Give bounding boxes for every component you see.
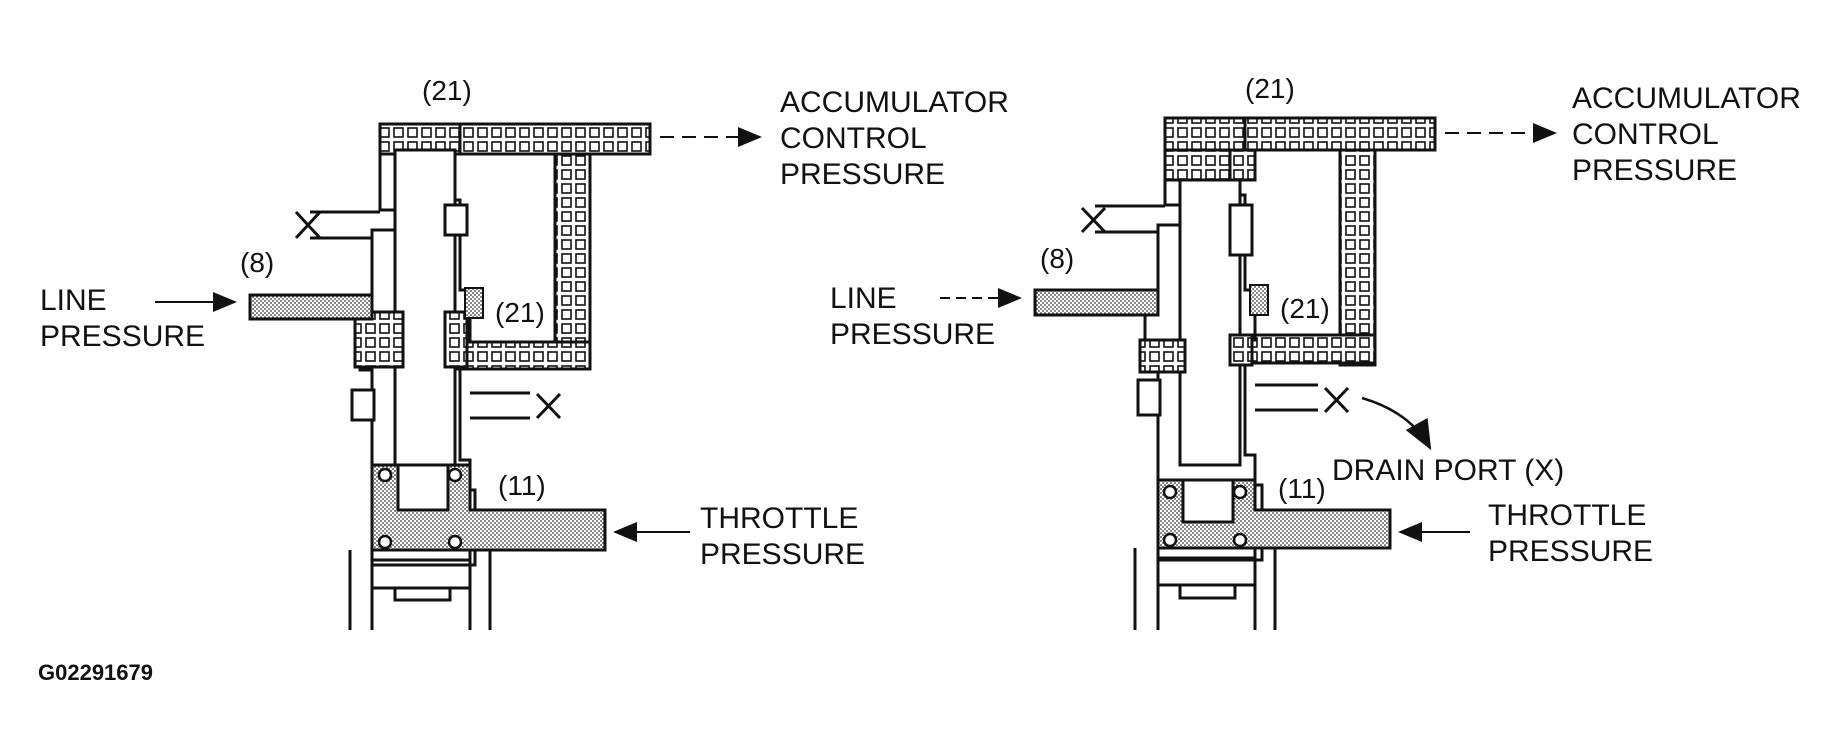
left-x-mark-lower (535, 392, 562, 420)
right-accumulator-label-2: CONTROL (1572, 118, 1719, 151)
right-spool-land-lower (1136, 378, 1162, 417)
right-spring-ball (1232, 484, 1248, 500)
left-throttle-label-1: THROTTLE (700, 502, 858, 535)
right-spring-ball (1162, 532, 1178, 548)
right-exhaust-port-upper (1095, 204, 1165, 234)
left-x-mark-upper (294, 210, 322, 240)
right-line-pressure-inlet (1033, 288, 1160, 317)
left-line-pressure-label-2: PRESSURE (40, 320, 205, 353)
left-spool-land-mid (443, 310, 469, 369)
right-spool-land-upper (1228, 203, 1254, 257)
left-accumulator-label-1: ACCUMULATOR (780, 86, 1009, 119)
right-accumulator-channel (1163, 116, 1437, 152)
right-line-pressure-label-1: LINE (830, 282, 897, 315)
right-x-mark-upper (1080, 206, 1107, 234)
right-valve-diagram: (21) (21) (8) (11) ACCUMULATOR CONTROL P… (830, 73, 1801, 630)
left-accumulator-label-2: CONTROL (780, 122, 927, 155)
left-spring-ball (377, 534, 393, 550)
right-throttle-label-2: PRESSURE (1488, 535, 1653, 568)
left-throttle-plug (396, 463, 450, 512)
right-spool-land-left (1138, 338, 1187, 374)
left-valve-housing-base (348, 550, 492, 630)
left-callout-21-mid: (21) (495, 297, 545, 328)
right-line-pressure-pocket (1249, 284, 1269, 316)
left-spring-ball (447, 534, 463, 550)
left-accumulator-label-3: PRESSURE (780, 158, 945, 191)
right-throttle-plug (1181, 478, 1235, 524)
left-exhaust-port-upper (310, 210, 380, 240)
left-lower-channel (443, 340, 592, 371)
left-valve-bore (358, 124, 477, 567)
left-callout-8: (8) (240, 247, 274, 278)
right-drain-port-label: DRAIN PORT (X) (1332, 454, 1564, 487)
right-throttle-label-1: THROTTLE (1488, 499, 1646, 532)
left-line-pressure-inlet (248, 293, 374, 321)
left-callout-11: (11) (498, 470, 546, 501)
right-accumulator-label-3: PRESSURE (1572, 154, 1737, 187)
right-valve-housing-base (1133, 548, 1277, 630)
left-spring-ball (447, 467, 463, 483)
left-line-pressure-label-1: LINE (40, 284, 107, 317)
right-drain-arrow (1361, 396, 1432, 451)
left-callout-21-top: (21) (422, 75, 472, 106)
right-valve-bore (1143, 118, 1264, 562)
right-side-channel (1338, 148, 1377, 367)
right-callout-8: (8) (1040, 243, 1074, 274)
right-spring-ball (1232, 532, 1248, 548)
right-exhaust-port-lower (1255, 383, 1318, 412)
left-spool-land-lower (350, 388, 376, 422)
left-throttle-label-2: PRESSURE (700, 538, 865, 571)
left-spool-land-upper (443, 203, 469, 237)
left-spring-ball (377, 467, 393, 483)
right-callout-21-mid: (21) (1280, 293, 1330, 324)
left-valve-spool (393, 148, 457, 472)
left-spool-land-left (353, 310, 405, 369)
left-side-channel (553, 152, 592, 371)
right-spring-ball (1162, 484, 1178, 500)
right-callout-11: (11) (1278, 473, 1326, 504)
figure-code: G02291679 (38, 660, 153, 685)
left-line-pressure-pocket (464, 287, 484, 319)
right-x-mark-lower (1323, 386, 1350, 414)
right-accumulator-label-1: ACCUMULATOR (1572, 82, 1801, 115)
left-valve-diagram: (21) (21) (8) (11) ACCUMULATOR CONTROL P… (40, 75, 1009, 630)
right-spool-land-mid (1228, 333, 1254, 367)
right-line-pressure-label-2: PRESSURE (830, 318, 995, 351)
left-exhaust-port-lower (470, 391, 530, 420)
right-callout-21-top: (21) (1245, 73, 1295, 104)
right-upper-cells (1163, 148, 1257, 182)
